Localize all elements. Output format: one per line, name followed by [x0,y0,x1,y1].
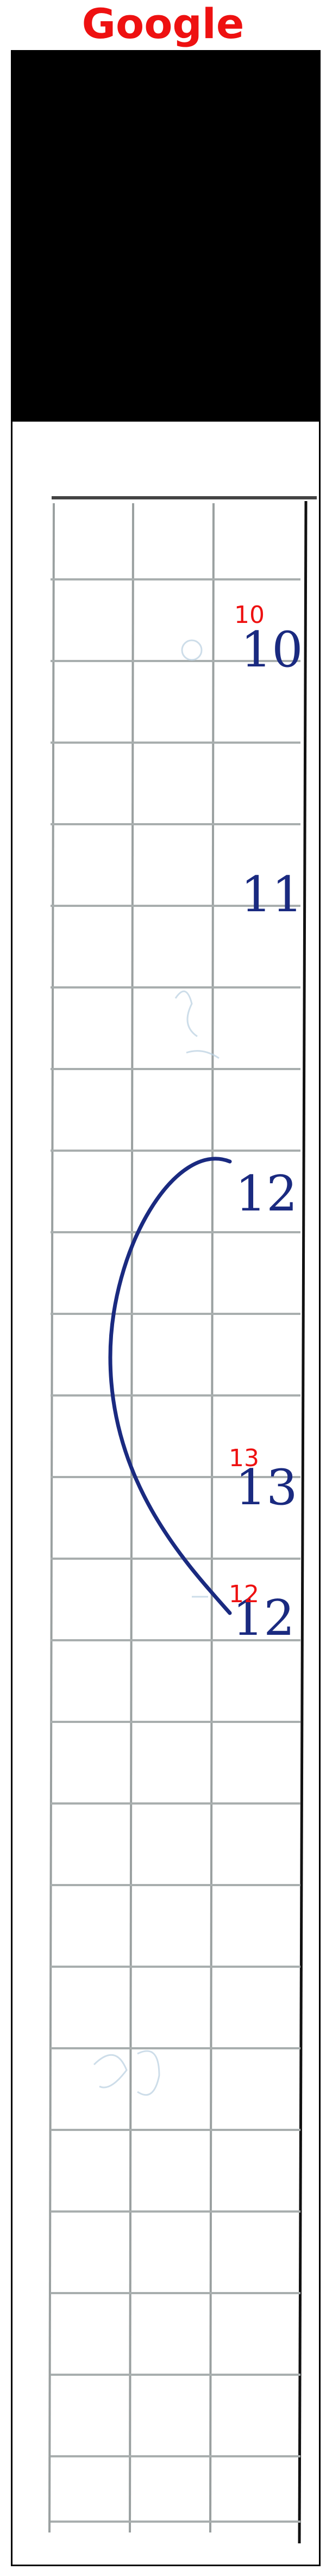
redacted-block [12,52,319,422]
annotation-label: 13 [229,1444,259,1472]
scanned-grid-sheet: 10 11 12 13 12 10 13 12 [12,422,319,2565]
grid-horizontals [51,578,300,2523]
faint-mark [93,2050,160,2096]
annotation-label: 10 [234,601,265,629]
handwritten-number: 12 [235,1165,298,1222]
sheet-background [12,422,319,2565]
document-frame: 10 11 12 13 12 10 13 12 [11,50,321,2566]
handwritten-number: 12 [233,1590,295,1647]
handwritten-number: 11 [241,866,303,923]
page-title: Google [82,0,244,48]
faint-mark [181,639,203,661]
grid-vline [209,503,215,2533]
grid-vline [129,503,134,2533]
right-margin-line [298,501,308,2544]
handwritten-number: 10 [241,621,303,678]
annotation-label: 12 [229,1580,259,1608]
grid-vline [48,503,55,2533]
faint-mark [186,1050,220,1059]
faint-marks [93,639,220,2096]
faint-mark [174,990,198,1037]
handwritten-number: 13 [235,1459,298,1516]
grid-svg: 10 11 12 13 12 10 13 12 [12,422,319,2565]
handwritten-bracket [108,1157,232,1615]
grid-verticals [48,503,215,2533]
